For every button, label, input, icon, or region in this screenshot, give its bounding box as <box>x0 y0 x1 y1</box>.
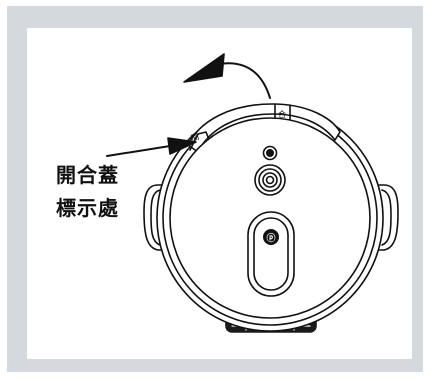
svg-text:ⓟ: ⓟ <box>266 232 275 244</box>
lid-open-close-label-line1: 開合蓋 <box>56 163 119 187</box>
pointer-arrow-icon <box>106 137 197 157</box>
close-mark-label: 合 <box>278 110 286 119</box>
steam-valve-icon[interactable] <box>254 164 286 196</box>
curved-arrow-icon <box>183 53 271 99</box>
lid-open-close-label-line2: 標示處 <box>56 196 119 220</box>
lid-handle[interactable] <box>247 211 295 297</box>
handle-logo-icon: ⓟ <box>263 229 279 245</box>
indicator-dot-icon <box>262 145 278 161</box>
